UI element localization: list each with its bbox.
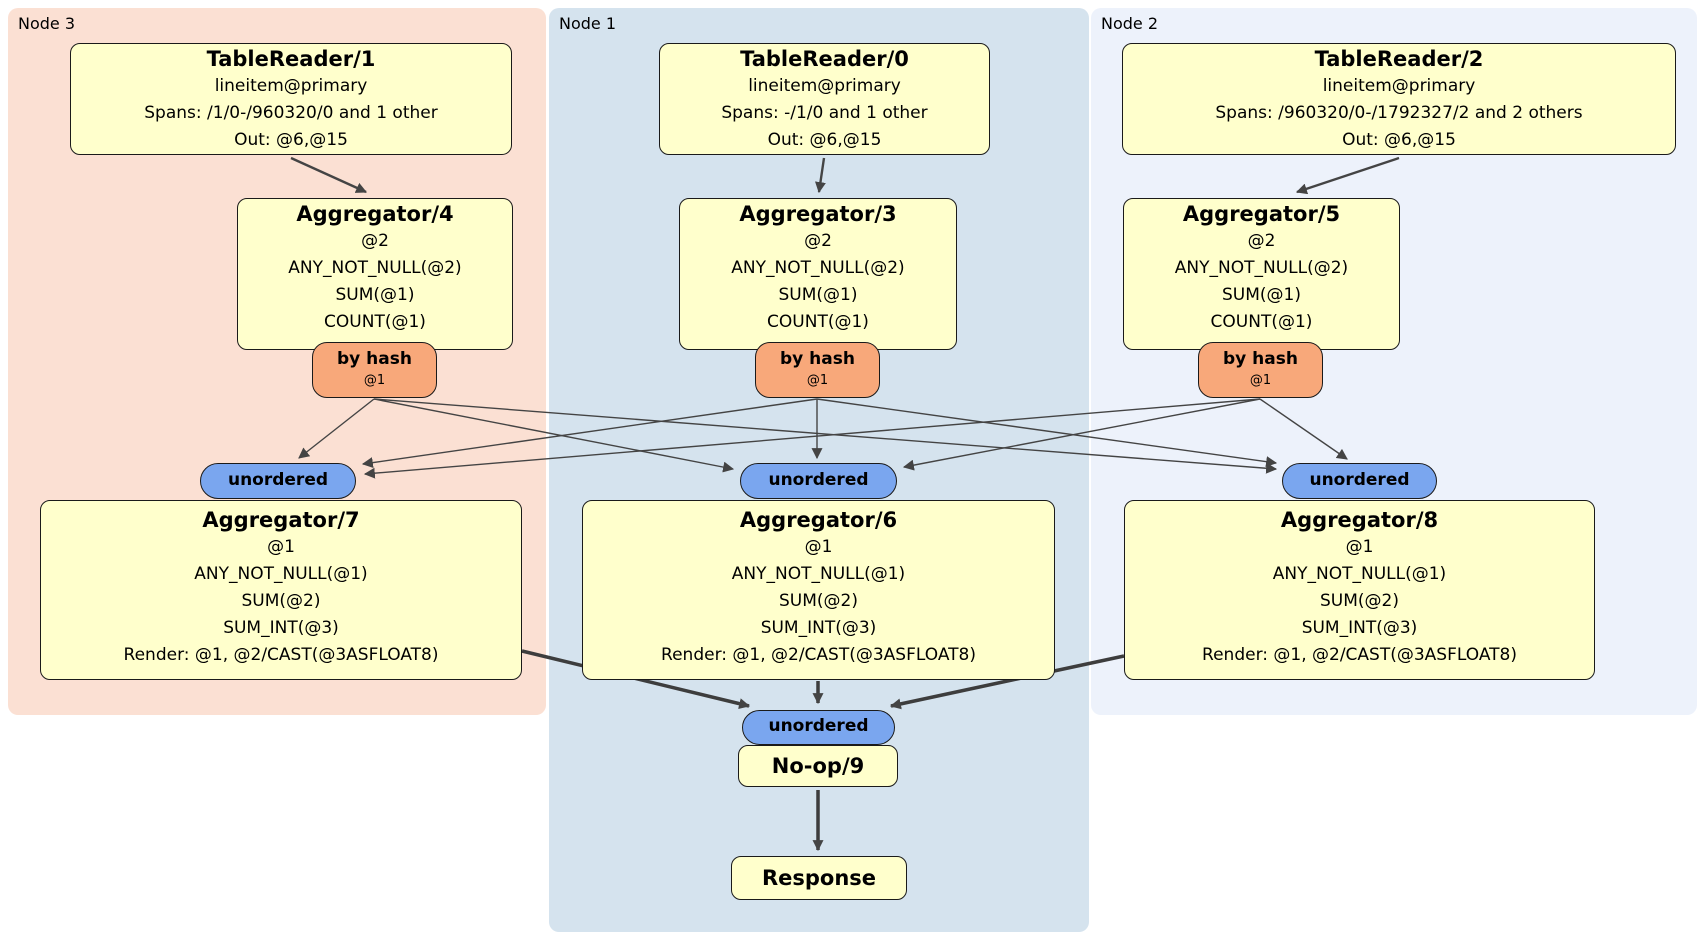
aggregator-7-fn3: SUM_INT(@3) bbox=[223, 618, 339, 638]
router-to-sync-edges bbox=[298, 398, 1348, 479]
tablereader-1-box: TableReader/1 lineitem@primary Spans: /1… bbox=[70, 43, 512, 155]
edge bbox=[298, 398, 375, 459]
edge bbox=[814, 157, 826, 194]
aggregator-3-fn3: COUNT(@1) bbox=[767, 312, 869, 332]
aggregator-3-fn1: ANY_NOT_NULL(@2) bbox=[731, 258, 905, 278]
node1-label: Node 1 bbox=[559, 14, 617, 33]
aggregator-7-fn2: SUM(@2) bbox=[241, 591, 321, 611]
edge bbox=[290, 156, 368, 194]
aggregator-7-box: Aggregator/7 @1 ANY_NOT_NULL(@1) SUM(@2)… bbox=[40, 500, 522, 680]
node2-unordered-sync: unordered bbox=[1282, 463, 1437, 499]
aggregator-6-fn1: ANY_NOT_NULL(@1) bbox=[731, 564, 906, 584]
aggregator-8-fn1: ANY_NOT_NULL(@1) bbox=[1272, 564, 1447, 584]
edge bbox=[902, 398, 1261, 471]
aggregator-5-group: @2 bbox=[1247, 231, 1276, 251]
reader-to-aggregator-edges bbox=[290, 156, 1400, 195]
node2-router-key: @1 bbox=[1249, 373, 1272, 388]
node1-unordered-sync: unordered bbox=[740, 463, 897, 499]
aggregator-4-title: Aggregator/4 bbox=[296, 202, 454, 226]
aggregator-7-render: Render: @1, @2/CAST(@3ASFLOAT8) bbox=[123, 645, 439, 665]
aggregator-7-group: @1 bbox=[267, 537, 295, 557]
edge bbox=[1295, 156, 1400, 195]
tablereader-0-box: TableReader/0 lineitem@primary Spans: -/… bbox=[659, 43, 990, 155]
aggregator-5-fn2: SUM(@1) bbox=[1222, 285, 1301, 305]
edge bbox=[816, 398, 1278, 468]
edge bbox=[889, 654, 1125, 710]
edge bbox=[373, 398, 1278, 474]
aggregator-4-fn3: COUNT(@1) bbox=[324, 312, 426, 332]
aggregator-6-title: Aggregator/6 bbox=[739, 508, 898, 532]
aggregator-6-fn2: SUM(@2) bbox=[779, 591, 858, 611]
aggregator-8-title: Aggregator/8 bbox=[1280, 508, 1439, 532]
aggregator-8-fn3: SUM_INT(@3) bbox=[1301, 618, 1418, 638]
edge bbox=[1259, 398, 1348, 460]
aggregator-7-title: Aggregator/7 bbox=[202, 508, 360, 532]
aggregator-6-group: @1 bbox=[804, 537, 833, 557]
aggregator-6-box: Aggregator/6 @1 ANY_NOT_NULL(@1) SUM(@2)… bbox=[582, 500, 1055, 680]
response-box: Response bbox=[731, 856, 907, 900]
tablereader-0-out: Out: @6,@15 bbox=[767, 130, 882, 150]
aggregator-3-fn2: SUM(@1) bbox=[778, 285, 858, 305]
aggregator-3-title: Aggregator/3 bbox=[739, 202, 897, 226]
tablereader-2-box: TableReader/2 lineitem@primary Spans: /9… bbox=[1122, 43, 1676, 155]
aggregator-5-title: Aggregator/5 bbox=[1182, 202, 1341, 226]
tablereader-2-spans: Spans: /960320/0-/1792327/2 and 2 others bbox=[1215, 103, 1583, 123]
node3-hash-router: by hash @1 bbox=[312, 342, 437, 398]
node3-router-key: @1 bbox=[363, 373, 386, 388]
aggregator-4-group: @2 bbox=[361, 231, 389, 251]
tablereader-0-title: TableReader/0 bbox=[740, 47, 909, 71]
tablereader-1-title: TableReader/1 bbox=[206, 47, 376, 71]
aggregator-5-box: Aggregator/5 @2 ANY_NOT_NULL(@2) SUM(@1)… bbox=[1123, 198, 1400, 350]
node1-router-label: by hash bbox=[780, 349, 855, 369]
aggregator-3-group: @2 bbox=[804, 231, 832, 251]
aggregator-6-render: Render: @1, @2/CAST(@3ASFLOAT8) bbox=[661, 645, 976, 665]
aggregator-8-fn2: SUM(@2) bbox=[1320, 591, 1399, 611]
node1-router-key: @1 bbox=[806, 373, 829, 388]
tablereader-1-index: lineitem@primary bbox=[214, 76, 368, 96]
aggregator-4-fn1: ANY_NOT_NULL(@2) bbox=[288, 258, 462, 278]
aggregator-6-fn3: SUM_INT(@3) bbox=[760, 618, 877, 638]
aggregator-8-box: Aggregator/8 @1 ANY_NOT_NULL(@1) SUM(@2)… bbox=[1124, 500, 1595, 680]
aggregator-3-box: Aggregator/3 @2 ANY_NOT_NULL(@2) SUM(@1)… bbox=[679, 198, 957, 350]
noop-9-box: No-op/9 bbox=[738, 745, 898, 787]
aggregator-4-fn2: SUM(@1) bbox=[335, 285, 415, 305]
node3-unordered-sync: unordered bbox=[200, 463, 356, 499]
tablereader-2-index: lineitem@primary bbox=[1322, 76, 1476, 96]
aggregator-8-group: @1 bbox=[1345, 537, 1374, 557]
node2-hash-router: by hash @1 bbox=[1198, 342, 1323, 398]
edge bbox=[373, 398, 735, 473]
noop-9-title: No-op/9 bbox=[771, 754, 865, 778]
node2-label: Node 2 bbox=[1101, 14, 1159, 33]
tablereader-0-index: lineitem@primary bbox=[748, 76, 901, 96]
tablereader-1-spans: Spans: /1/0-/960320/0 and 1 other bbox=[144, 103, 438, 123]
node3-router-label: by hash bbox=[337, 349, 412, 369]
aggregator-7-fn1: ANY_NOT_NULL(@1) bbox=[194, 564, 368, 584]
aggregator-5-fn3: COUNT(@1) bbox=[1210, 312, 1313, 332]
aggregator-5-fn1: ANY_NOT_NULL(@2) bbox=[1174, 258, 1349, 278]
node2-router-label: by hash bbox=[1223, 349, 1298, 369]
edge bbox=[361, 398, 818, 469]
response-title: Response bbox=[761, 866, 877, 890]
tablereader-2-title: TableReader/2 bbox=[1314, 47, 1484, 71]
node1-hash-router: by hash @1 bbox=[755, 342, 880, 398]
aggregator-8-render: Render: @1, @2/CAST(@3ASFLOAT8) bbox=[1202, 645, 1517, 665]
edge bbox=[363, 398, 1261, 479]
tablereader-1-out: Out: @6,@15 bbox=[234, 130, 348, 150]
aggregator-4-box: Aggregator/4 @2 ANY_NOT_NULL(@2) SUM(@1)… bbox=[237, 198, 513, 350]
node3-label: Node 3 bbox=[18, 14, 76, 33]
tablereader-2-out: Out: @6,@15 bbox=[1342, 130, 1456, 150]
tablereader-0-spans: Spans: -/1/0 and 1 other bbox=[721, 103, 928, 123]
output-unordered-sync: unordered bbox=[742, 710, 895, 745]
